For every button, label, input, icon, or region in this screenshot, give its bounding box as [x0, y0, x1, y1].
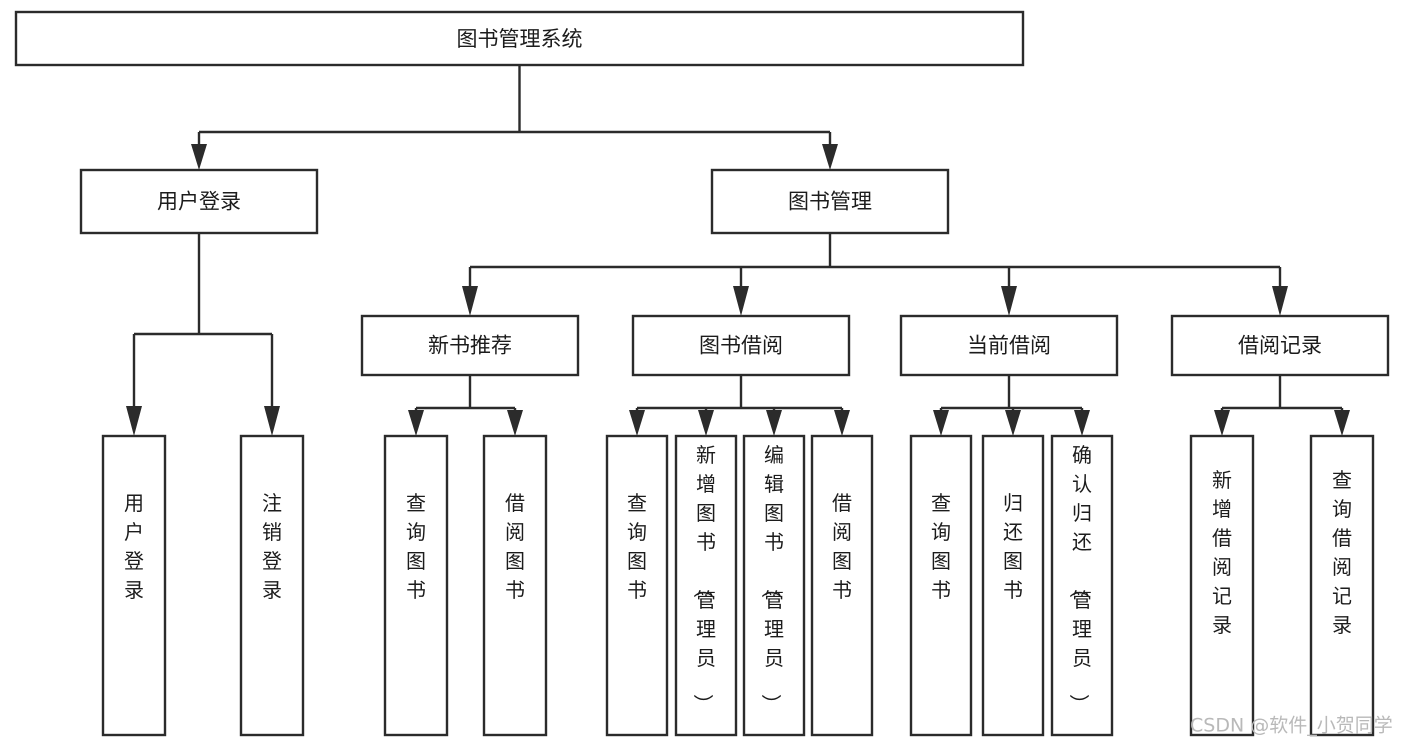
- node-leaf-query-borrow-record[interactable]: 查询借阅记录: [1309, 434, 1375, 737]
- leaf-node-group: 用户登录 注销登录 查询图书 借阅图书 查询图书 新增图书（管理员）: [101, 434, 1375, 737]
- node-leaf-add-borrow-record-label: 新增借阅记录: [1212, 468, 1232, 637]
- node-leaf-query-book-current-box[interactable]: [909, 434, 973, 737]
- node-new-book-recommend-box[interactable]: [360, 314, 580, 377]
- node-leaf-query-borrow-record-box[interactable]: [1309, 434, 1375, 737]
- node-leaf-add-book-admin-label: 新增图书（管理员）: [691, 443, 716, 714]
- node-leaf-add-book-admin-box[interactable]: [674, 434, 738, 737]
- node-leaf-confirm-return-admin[interactable]: 确认归还（管理员）: [1050, 434, 1114, 737]
- node-leaf-query-book-current-label: 查询图书: [931, 491, 951, 602]
- node-borrow-record[interactable]: 借阅记录: [1170, 314, 1390, 377]
- node-root[interactable]: 图书管理系统: [14, 10, 1025, 67]
- arrow-head-leaf-edit-book-admin: [766, 410, 782, 436]
- node-leaf-query-book-borrow-label: 查询图书: [627, 491, 647, 602]
- connector-group-book-management: [462, 233, 1288, 316]
- node-leaf-edit-book-admin-box[interactable]: [742, 434, 806, 737]
- arrow-head-book-management: [822, 144, 838, 170]
- arrow-head-leaf-user-login: [126, 406, 142, 436]
- node-user-login-box[interactable]: [79, 168, 319, 235]
- node-leaf-query-borrow-record-label: 查询借阅记录: [1332, 468, 1352, 637]
- node-root-label: 图书管理系统: [457, 27, 583, 51]
- node-leaf-return-book-label: 归还图书: [1003, 491, 1023, 602]
- node-leaf-query-book-recommend-label: 查询图书: [406, 491, 426, 602]
- node-leaf-return-book-box[interactable]: [981, 434, 1045, 737]
- node-leaf-query-book-borrow-box[interactable]: [605, 434, 669, 737]
- node-book-management-box[interactable]: [710, 168, 950, 235]
- connector-group-book-borrow: [629, 375, 850, 436]
- node-leaf-confirm-return-admin-box[interactable]: [1050, 434, 1114, 737]
- node-current-borrow-label: 当前借阅: [967, 334, 1051, 358]
- arrow-head-leaf-query-book-recommend: [408, 410, 424, 436]
- node-leaf-borrow-book-recommend-label: 借阅图书: [505, 491, 525, 602]
- node-book-management[interactable]: 图书管理: [710, 168, 950, 235]
- node-leaf-user-login[interactable]: 用户登录: [101, 434, 167, 737]
- arrow-head-borrow-record: [1272, 286, 1288, 316]
- node-leaf-user-login-box[interactable]: [101, 434, 167, 737]
- node-leaf-add-borrow-record[interactable]: 新增借阅记录: [1189, 434, 1255, 737]
- connector-group-new-book-recommend: [408, 375, 523, 436]
- node-user-login[interactable]: 用户登录: [79, 168, 319, 235]
- node-user-login-label: 用户登录: [157, 190, 241, 214]
- node-leaf-user-login-label: 用户登录: [124, 491, 144, 602]
- arrow-head-user-login: [191, 144, 207, 170]
- node-leaf-logout[interactable]: 注销登录: [239, 434, 305, 737]
- node-leaf-query-book-borrow[interactable]: 查询图书: [605, 434, 669, 737]
- node-book-borrow-box[interactable]: [631, 314, 851, 377]
- node-current-borrow[interactable]: 当前借阅: [899, 314, 1119, 377]
- node-leaf-borrow-book-recommend-box[interactable]: [482, 434, 548, 737]
- node-book-borrow[interactable]: 图书借阅: [631, 314, 851, 377]
- connector-group-current-borrow: [933, 375, 1090, 436]
- node-current-borrow-box[interactable]: [899, 314, 1119, 377]
- node-book-borrow-label: 图书借阅: [699, 334, 783, 358]
- node-borrow-record-label: 借阅记录: [1238, 334, 1322, 358]
- arrow-head-leaf-query-borrow-record: [1334, 410, 1350, 436]
- arrow-head-leaf-borrow-book: [834, 410, 850, 436]
- node-leaf-borrow-book-recommend[interactable]: 借阅图书: [482, 434, 548, 737]
- node-leaf-query-book-recommend[interactable]: 查询图书: [383, 434, 449, 737]
- arrow-head-leaf-add-borrow-record: [1214, 410, 1230, 436]
- node-leaf-add-borrow-record-box[interactable]: [1189, 434, 1255, 737]
- arrow-head-book-borrow: [733, 286, 749, 316]
- arrow-head-leaf-borrow-book-recommend: [507, 410, 523, 436]
- node-leaf-query-book-current[interactable]: 查询图书: [909, 434, 973, 737]
- arrow-head-leaf-confirm-return-admin: [1074, 410, 1090, 436]
- arrow-head-leaf-return-book: [1005, 410, 1021, 436]
- csdn-watermark: CSDN @软件_小贺同学: [1190, 715, 1393, 737]
- connector-group-user-login: [126, 233, 280, 436]
- arrow-head-leaf-logout: [264, 406, 280, 436]
- node-leaf-confirm-return-admin-label: 确认归还（管理员）: [1067, 443, 1092, 714]
- arrow-head-leaf-query-book-current: [933, 410, 949, 436]
- node-root-box[interactable]: [14, 10, 1025, 67]
- node-leaf-borrow-book-box[interactable]: [810, 434, 874, 737]
- node-leaf-borrow-book[interactable]: 借阅图书: [810, 434, 874, 737]
- node-leaf-query-book-recommend-box[interactable]: [383, 434, 449, 737]
- arrow-head-new-book-recommend: [462, 286, 478, 316]
- arrow-head-leaf-add-book-admin: [698, 410, 714, 436]
- node-borrow-record-box[interactable]: [1170, 314, 1390, 377]
- connector-group-root: [191, 65, 838, 170]
- node-new-book-recommend[interactable]: 新书推荐: [360, 314, 580, 377]
- node-book-management-label: 图书管理: [788, 190, 872, 214]
- node-leaf-borrow-book-label: 借阅图书: [832, 491, 852, 602]
- node-leaf-return-book[interactable]: 归还图书: [981, 434, 1045, 737]
- arrow-head-leaf-query-book-borrow: [629, 410, 645, 436]
- node-leaf-edit-book-admin-label: 编辑图书（管理员）: [759, 443, 784, 714]
- node-leaf-add-book-admin[interactable]: 新增图书（管理员）: [674, 434, 738, 737]
- arrow-head-current-borrow: [1001, 286, 1017, 316]
- node-leaf-logout-label: 注销登录: [262, 491, 282, 602]
- connector-group-borrow-record: [1214, 375, 1350, 436]
- node-new-book-recommend-label: 新书推荐: [428, 334, 512, 358]
- node-leaf-edit-book-admin[interactable]: 编辑图书（管理员）: [742, 434, 806, 737]
- node-leaf-logout-box[interactable]: [239, 434, 305, 737]
